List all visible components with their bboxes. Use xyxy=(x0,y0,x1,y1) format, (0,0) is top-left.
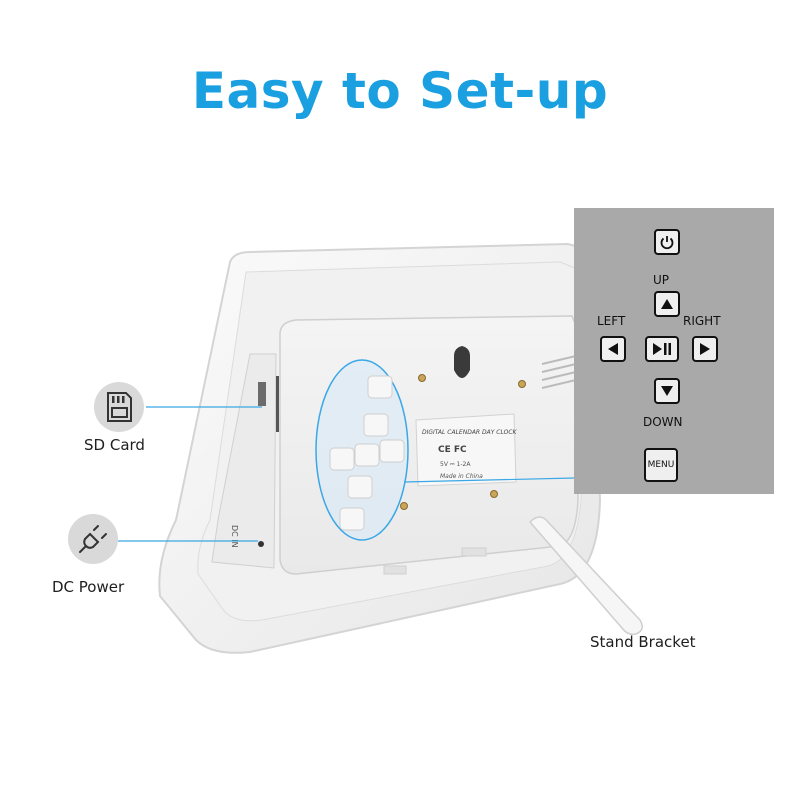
product-label-line4: Made in China xyxy=(440,473,483,480)
menu-button-label: MENU xyxy=(647,460,675,470)
power-button[interactable] xyxy=(654,229,680,255)
wall-mount-hole xyxy=(454,346,470,378)
dc-power-callout-icon xyxy=(68,514,118,564)
down-label: DOWN xyxy=(643,415,683,429)
product-label xyxy=(415,413,517,487)
sd-card-callout-icon xyxy=(94,382,144,432)
button-panel-callout-line xyxy=(403,477,575,483)
stand-bracket-label: Stand Bracket xyxy=(590,633,696,651)
left-button[interactable] xyxy=(600,336,626,362)
right-arrow-icon xyxy=(700,343,710,355)
sd-card-icon xyxy=(107,392,132,422)
sd-card-label: SD Card xyxy=(84,436,145,454)
dc-in-port xyxy=(258,541,264,547)
dc-in-port-label: DC IN xyxy=(230,525,239,548)
right-button[interactable] xyxy=(692,336,718,362)
button-panel-zoom: UP LEFT RIGHT DOWN MENU xyxy=(574,208,774,494)
up-label: UP xyxy=(653,273,670,287)
down-button[interactable] xyxy=(654,378,680,404)
down-arrow-icon xyxy=(661,386,673,396)
play-pause-button[interactable] xyxy=(645,336,679,362)
up-arrow-icon xyxy=(661,299,673,309)
up-button[interactable] xyxy=(654,291,680,317)
screws xyxy=(400,374,526,510)
product-label-line2: CE FC xyxy=(438,445,467,455)
stand-bracket xyxy=(528,516,643,636)
product-label-line3: 5V ⎓ 1-2A xyxy=(440,461,471,468)
sd-card-slot-edge xyxy=(276,376,279,432)
dc-power-label: DC Power xyxy=(52,578,125,596)
left-label: LEFT xyxy=(597,314,626,328)
right-label: RIGHT xyxy=(683,314,721,328)
back-buttons xyxy=(329,375,405,531)
vent-slots xyxy=(541,355,577,389)
bottom-foot-right xyxy=(461,547,487,557)
power-icon xyxy=(660,236,674,250)
power-plug-icon xyxy=(79,525,107,553)
bottom-foot-left xyxy=(383,565,407,575)
left-arrow-icon xyxy=(608,343,618,355)
sd-card-slot xyxy=(258,382,266,406)
menu-button[interactable]: MENU xyxy=(644,448,678,482)
page-title: Easy to Set-up xyxy=(191,62,609,120)
play-pause-icon xyxy=(653,343,671,355)
product-label-line1: DIGITAL CALENDAR DAY CLOCK xyxy=(422,429,518,436)
